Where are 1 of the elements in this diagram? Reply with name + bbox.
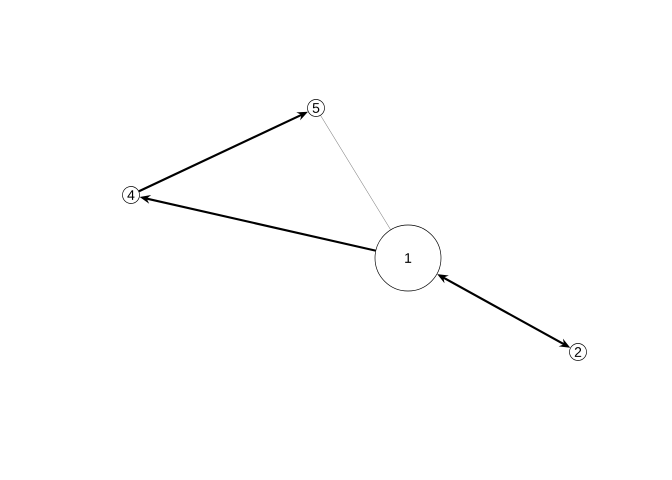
- connector-line: [320, 115, 391, 230]
